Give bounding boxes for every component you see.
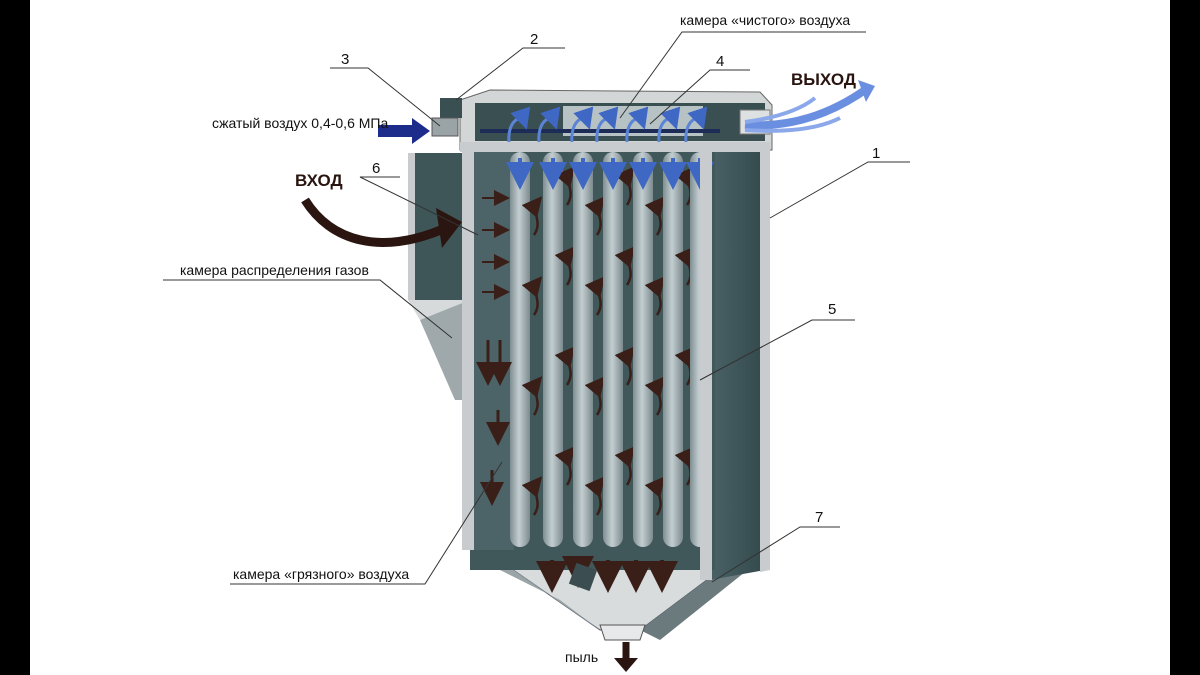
dirty-air-flow-arrow	[614, 246, 636, 286]
label-compressed-air: сжатый воздух 0,4-0,6 МПа	[212, 115, 388, 131]
filter-tube	[603, 152, 623, 547]
dirty-air-flow-arrow	[614, 446, 636, 486]
housing-right-wall	[710, 148, 770, 580]
clean-air-flow-arrow	[507, 106, 531, 143]
filter-tube	[633, 152, 653, 547]
label-clean-chamber: камера «чистого» воздуха	[680, 12, 850, 28]
dirty-air-flow-arrow	[644, 196, 666, 236]
dirty-air-flow-arrow	[584, 376, 606, 416]
label-inlet: ВХОД	[295, 171, 343, 190]
dirty-air-flow-arrow	[584, 476, 606, 516]
callout-7: 7	[815, 509, 823, 526]
filter-tube	[663, 152, 683, 547]
dust-discharge-arrows	[536, 556, 678, 672]
callout-5: 5	[828, 301, 836, 318]
inlet-flow-arrows	[476, 190, 512, 506]
front-frame	[700, 150, 712, 580]
clean-air-flow-arrow	[625, 106, 649, 143]
compressed-air-arrow	[378, 118, 430, 144]
pulse-air-arrows	[507, 106, 708, 143]
bag-filter-diagram: камера «чистого» воздуха сжатый воздух 0…	[163, 12, 910, 672]
clean-air-flow-arrow	[657, 106, 681, 143]
leader-lines	[163, 31, 910, 585]
callout-4: 4	[716, 53, 724, 70]
dirty-air-flow-arrow	[584, 196, 606, 236]
callout-3: 3	[341, 51, 349, 68]
label-dirty-chamber: камера «грязного» воздуха	[233, 566, 409, 582]
dirty-air-flow-arrow	[644, 376, 666, 416]
dirty-air-flow-arrow	[521, 476, 543, 516]
dirty-air-flow-arrow	[521, 196, 543, 236]
filter-tube	[510, 152, 530, 547]
label-dust: пыль	[565, 649, 598, 665]
callout-2: 2	[530, 31, 538, 48]
dirty-air-flow-arrow	[521, 276, 543, 316]
label-gas-distribution-chamber: камера распределения газов	[180, 262, 369, 278]
dirty-air-flow-arrow	[521, 376, 543, 416]
clean-air-flow-arrow	[684, 106, 708, 143]
dirty-air-flow-arrow	[554, 446, 576, 486]
callout-6: 6	[372, 160, 380, 177]
dirty-air-flow-arrow	[644, 276, 666, 316]
dirty-air-flow-arrow	[554, 246, 576, 286]
dirty-air-flow-arrow	[554, 346, 576, 386]
outlet-arrows	[744, 80, 875, 133]
clean-air-flow-arrow	[595, 106, 619, 143]
callout-1: 1	[872, 145, 880, 162]
filter-tube	[543, 152, 563, 547]
dirty-air-flow-arrow	[644, 476, 666, 516]
gas-distribution-chamber	[408, 153, 470, 400]
dirty-air-flow-arrow	[614, 346, 636, 386]
dirty-air-flow-arrow	[584, 276, 606, 316]
clean-air-flow-arrow	[570, 106, 594, 143]
diagram-canvas: камера «чистого» воздуха сжатый воздух 0…	[30, 0, 1170, 675]
inlet-arrow	[301, 197, 452, 247]
clean-air-flow-arrow	[537, 106, 561, 143]
filter-tube	[573, 152, 593, 547]
label-outlet: ВЫХОД	[791, 70, 856, 89]
